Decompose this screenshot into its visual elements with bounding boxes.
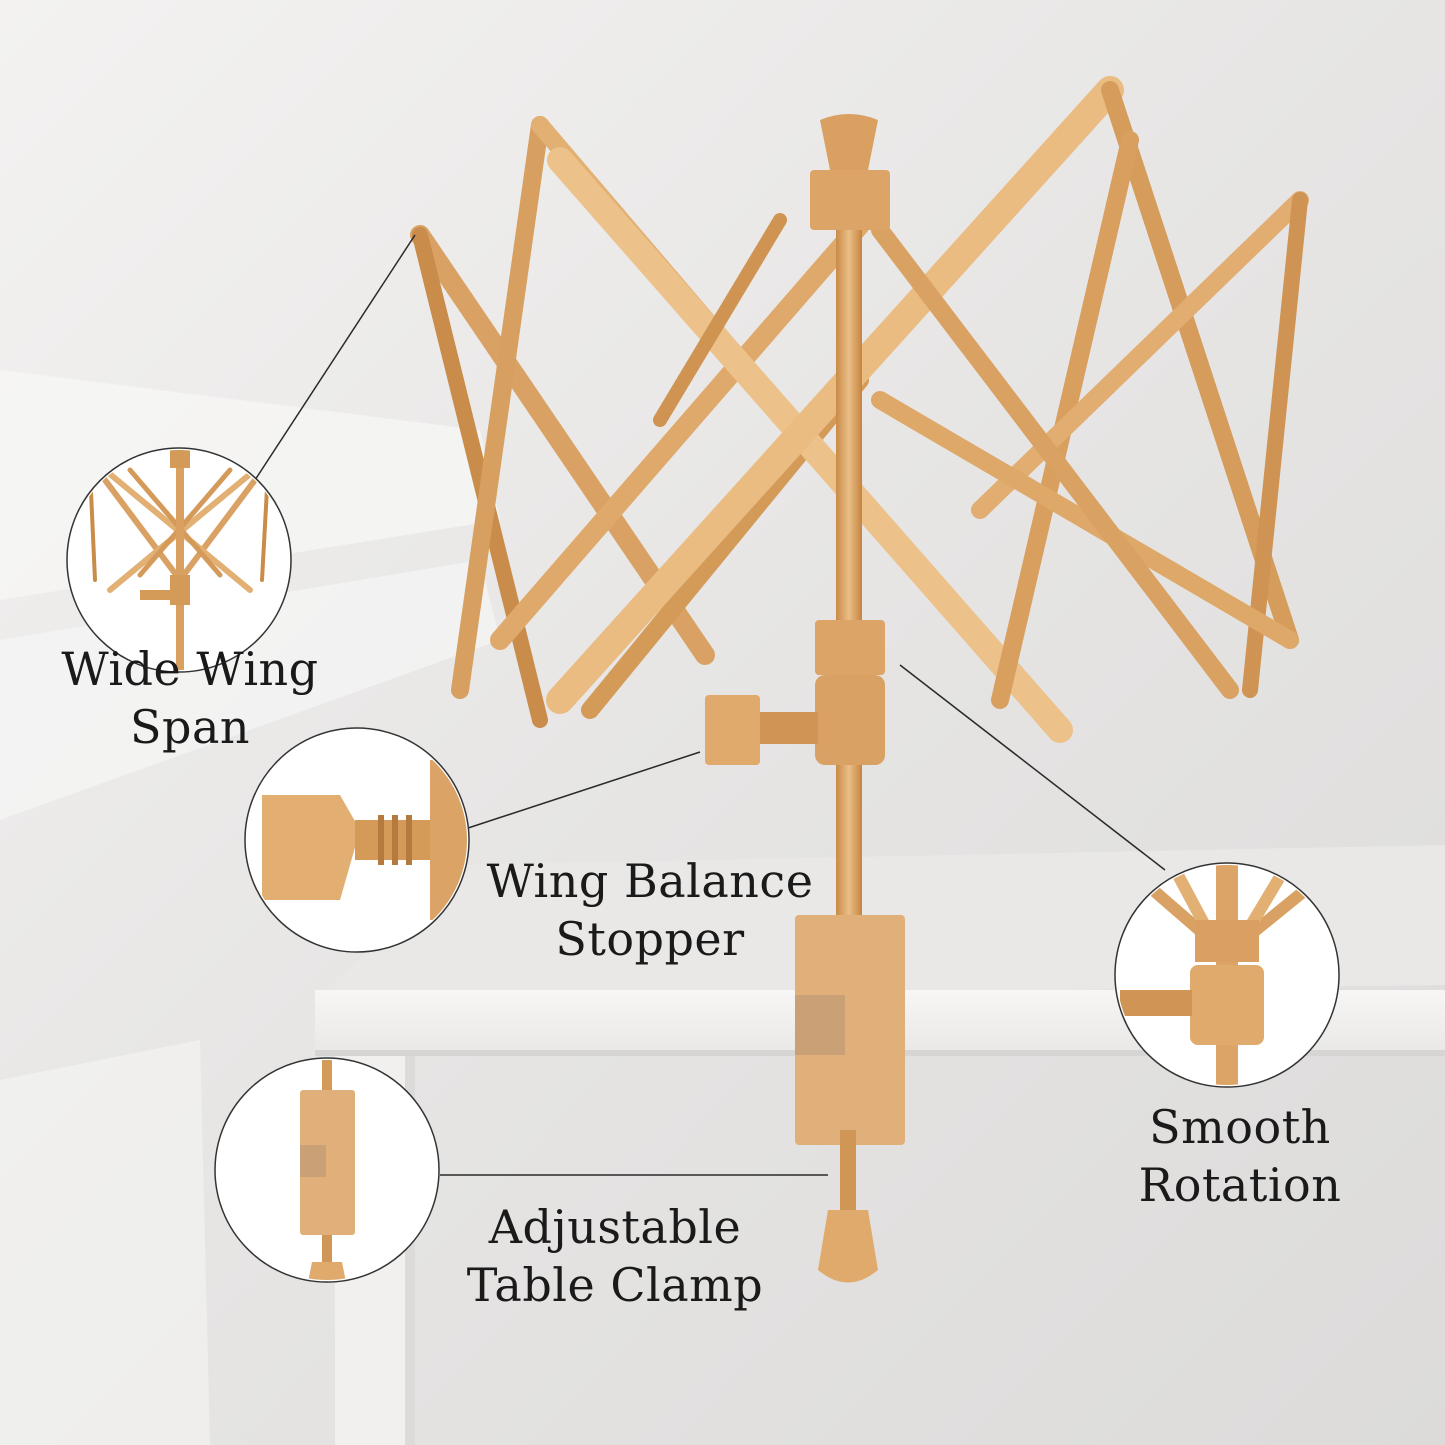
label-line: Adjustable	[488, 1200, 742, 1254]
balance-stopper	[705, 695, 760, 765]
label-smooth-rotation: Smooth Rotation	[1105, 1098, 1375, 1214]
swift-wings	[410, 76, 1309, 743]
table-clamp	[795, 915, 905, 1145]
light-ray	[0, 1040, 210, 1445]
bottom-hub	[815, 620, 885, 675]
label-line: Wide Wing	[61, 642, 319, 696]
label-line: Smooth	[1149, 1100, 1331, 1154]
top-hub	[810, 170, 890, 230]
inset-smooth-rotation	[1114, 862, 1340, 1088]
yarn-swift	[410, 76, 1309, 1283]
label-line: Rotation	[1138, 1158, 1342, 1212]
label-line: Wing Balance	[486, 854, 814, 908]
label-wing-balance-stopper: Wing Balance Stopper	[470, 852, 830, 968]
label-line: Span	[129, 700, 250, 754]
clamp-screw-handle	[818, 1210, 878, 1283]
label-adjustable-table-clamp: Adjustable Table Clamp	[440, 1198, 790, 1314]
callout-lines	[254, 234, 1166, 1176]
label-wide-wing-span: Wide Wing Span	[40, 640, 340, 756]
label-line: Table Clamp	[466, 1258, 764, 1312]
inset-wide-wing	[66, 447, 292, 673]
center-shaft	[836, 185, 862, 920]
inset-balance-stopper	[244, 727, 470, 953]
inset-table-clamp	[214, 1057, 440, 1283]
rotation-block	[815, 675, 885, 765]
top-finial	[820, 114, 878, 170]
label-line: Stopper	[555, 912, 745, 966]
